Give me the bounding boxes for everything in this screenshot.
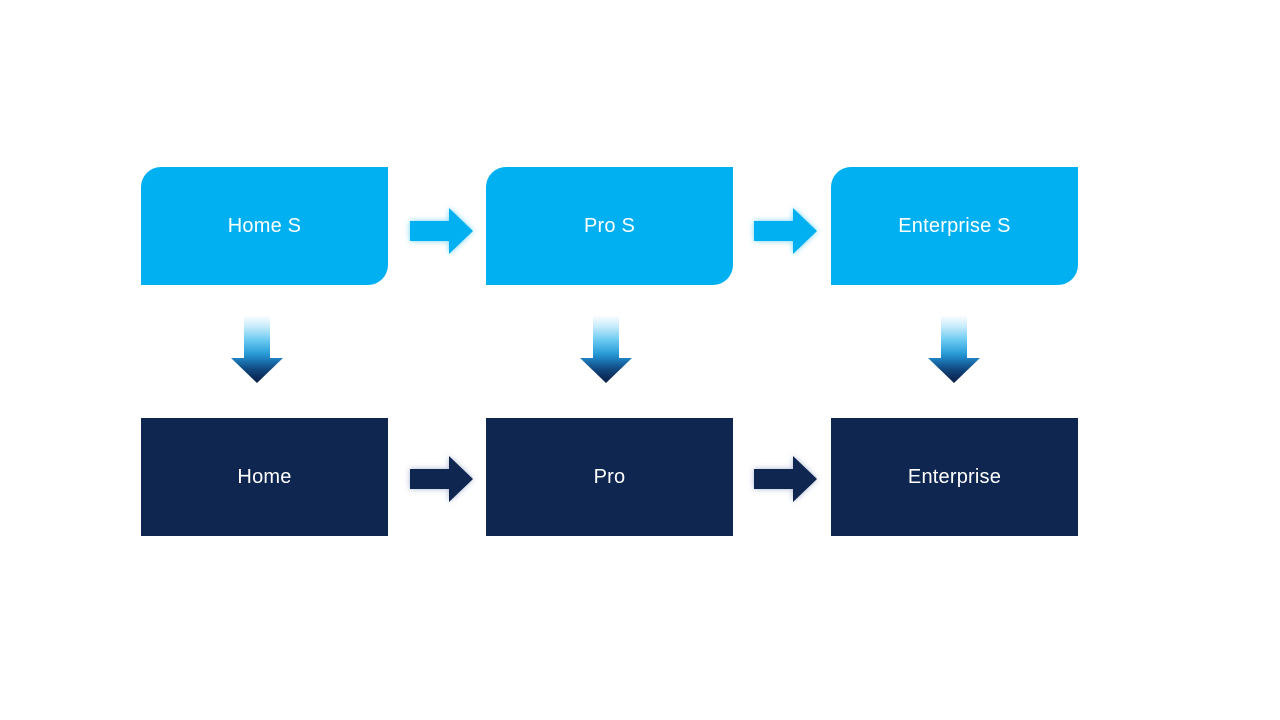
node-home-s-label: Home S [227, 214, 302, 237]
down-arrow-icon-pro-s-to-pro [580, 316, 632, 383]
node-home: Home [141, 418, 388, 536]
node-home-s: Home S [141, 167, 388, 285]
node-home-label: Home [237, 465, 292, 488]
node-pro-label: Pro [593, 465, 626, 488]
node-enterprise-label: Enterprise [907, 465, 1002, 488]
node-pro-s-label: Pro S [583, 214, 636, 237]
node-enterprise: Enterprise [831, 418, 1078, 536]
down-arrow-icon-enterprise-s-to-enterprise [928, 316, 980, 383]
node-enterprise-s-label: Enterprise S [898, 214, 1011, 237]
right-arrow-icon-pro-to-enterprise [754, 456, 817, 502]
node-pro-s: Pro S [486, 167, 733, 285]
node-enterprise-s: Enterprise S [831, 167, 1078, 285]
right-arrow-icon-pro-s-to-enterprise-s [754, 208, 817, 254]
node-pro: Pro [486, 418, 733, 536]
right-arrow-icon-home-s-to-pro-s [410, 208, 473, 254]
right-arrow-icon-home-to-pro [410, 456, 473, 502]
down-arrow-icon-home-s-to-home [231, 316, 283, 383]
